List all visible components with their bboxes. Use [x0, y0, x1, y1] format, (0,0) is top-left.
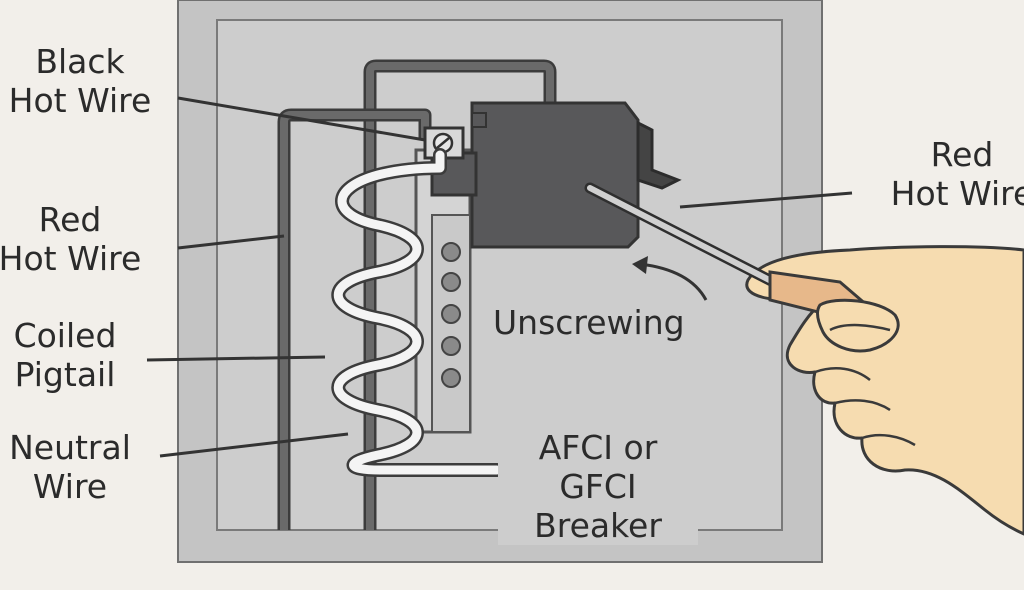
label-coiled-pigtail-line1: Coiled [13, 316, 117, 355]
leader-coiled-pigtail [146, 355, 326, 362]
label-neutral-wire-line1: Neutral [9, 428, 131, 467]
bus-screw-4 [441, 336, 461, 356]
leader-neutral-wire [159, 432, 349, 458]
unscrewing-arrow [639, 262, 708, 301]
label-breaker-line1: AFCI or [538, 428, 658, 467]
label-breaker-line3: Breaker [534, 506, 662, 545]
label-black-hot-wire-line2: Hot Wire [8, 81, 152, 120]
label-red-hot-wire-right: Red Hot Wire [862, 135, 1024, 213]
bus-screw-3 [441, 304, 461, 324]
label-unscrewing: Unscrewing [493, 303, 685, 342]
bus-screw-5 [441, 368, 461, 388]
hand [745, 245, 1024, 536]
label-neutral-wire-line2: Wire [32, 467, 108, 506]
label-neutral-wire: Neutral Wire [0, 428, 160, 506]
label-coiled-pigtail-line2: Pigtail [14, 355, 116, 394]
label-breaker-line2: GFCI [559, 467, 637, 506]
label-black-hot-wire-line1: Black [35, 42, 125, 81]
label-coiled-pigtail: Coiled Pigtail [0, 316, 140, 394]
bus-screw-1 [441, 242, 461, 262]
label-red-hot-wire-left: Red Hot Wire [0, 200, 170, 278]
label-red-hot-wire-right-line2: Hot Wire [890, 174, 1024, 213]
label-black-hot-wire: Black Hot Wire [0, 42, 180, 120]
leader-black-hot-wire [177, 96, 426, 142]
label-red-hot-wire-left-line1: Red [38, 200, 102, 239]
label-red-hot-wire-left-line2: Hot Wire [0, 239, 142, 278]
label-breaker: AFCI or GFCI Breaker [498, 428, 698, 545]
bus-screw-2 [441, 272, 461, 292]
breaker-body [470, 101, 640, 249]
breaker-toggle [636, 120, 682, 190]
leader-red-hot-wire-left [177, 234, 285, 250]
label-red-hot-wire-right-line1: Red [930, 135, 994, 174]
leader-red-hot-wire-right [679, 191, 853, 209]
